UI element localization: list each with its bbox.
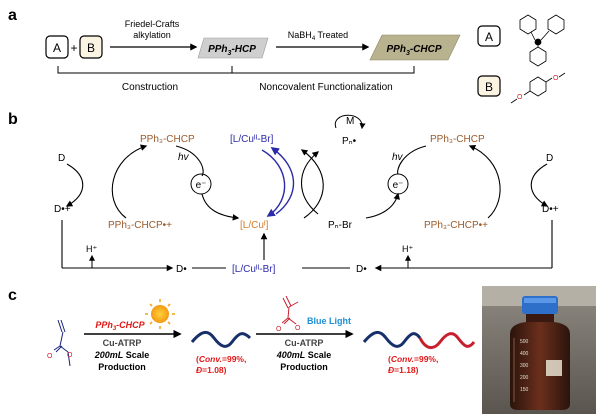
left-transfer-arc xyxy=(201,193,240,221)
reagent-box-b xyxy=(79,35,103,59)
conv1-label: (Conv.=99%, xyxy=(196,354,246,364)
pph3-chcp-right: PPh₃-CHCP xyxy=(430,134,485,145)
left-cycle-arc xyxy=(111,144,148,219)
reagent-b-text: B xyxy=(87,41,95,55)
right-transfer-arc xyxy=(365,192,400,219)
cu2-complex-top: [L/Cuᴵᴵ-Br] xyxy=(230,134,274,145)
mma-o2: O xyxy=(295,325,301,332)
step2-label: NaBH4 Treated xyxy=(288,30,348,42)
prod1-label: Production xyxy=(98,362,146,372)
bottle-mark-3: 300 xyxy=(520,363,529,369)
triphenylphosphine-structure xyxy=(519,14,565,67)
dimethoxybenzene-structure: O O xyxy=(510,72,566,104)
pn-br: Pₙ-Br xyxy=(328,220,353,231)
panel-a-label: a xyxy=(8,7,17,24)
cu1-complex: [L/Cuᴵ] xyxy=(240,220,269,231)
center-arc-left xyxy=(300,149,324,219)
conv2-label: (Conv.=99%, xyxy=(388,354,438,364)
d-radical-right: D•+ xyxy=(542,204,559,215)
cu-reduction-arc xyxy=(261,149,286,217)
copolymer-block-b xyxy=(418,332,476,349)
reagent-a-text: A xyxy=(53,41,61,55)
functionalization-bracket xyxy=(232,66,415,74)
right-excitation-arc xyxy=(397,145,427,175)
copolymer-block-a xyxy=(362,331,422,348)
chcp-shape xyxy=(369,34,461,61)
reaction-bottle-photo: 500 400 300 200 150 xyxy=(482,286,596,414)
electron-right: e⁻ xyxy=(393,180,404,191)
scale1-label: 200mL Scale xyxy=(94,350,150,360)
legend-b-text: B xyxy=(485,80,493,94)
svg-text:O: O xyxy=(517,94,523,101)
functionalization-label: Noncovalent Functionalization xyxy=(259,82,392,93)
panel-c-label: c xyxy=(8,287,17,304)
bottle-mark-4: 200 xyxy=(520,375,529,381)
legend-box-a xyxy=(477,25,501,47)
sun-icon xyxy=(145,299,175,329)
pph3-chcp-radical-right: PPh₃-CHCP•+ xyxy=(424,220,488,231)
cu2-complex-bottom: [L/Cuᴵᴵ-Br] xyxy=(232,264,276,275)
left-donor-arc xyxy=(65,163,84,207)
construction-label: Construction xyxy=(122,82,178,93)
acrylate-o1: O xyxy=(47,353,53,360)
legend-box-b xyxy=(477,75,501,97)
bottle-mark-1: 500 xyxy=(520,339,529,345)
monomer-loop xyxy=(334,114,366,130)
blue-light-label: Blue Light xyxy=(307,316,351,326)
cu-oxidation-arc xyxy=(270,147,295,215)
acrylate-o2: O xyxy=(67,352,73,359)
disp1-label: Đ=1.08) xyxy=(196,365,227,375)
legend-a-text: A xyxy=(485,30,493,44)
d-dot-right: D• xyxy=(356,264,367,275)
hv-left: hv xyxy=(178,152,190,163)
d-left: D xyxy=(58,153,65,164)
d-dot-left: D• xyxy=(176,264,187,275)
bottle-mark-5: 150 xyxy=(520,387,529,393)
methyl-acrylate-structure xyxy=(53,319,71,367)
step1-label-line1: Friedel-Crafts xyxy=(125,19,180,29)
center-arc-right xyxy=(300,151,320,215)
right-cycle-arc xyxy=(468,144,501,219)
scale2-label: 400mL Scale xyxy=(276,350,332,360)
h-plus-left: H⁺ xyxy=(86,244,97,254)
catalyst-label: PPh3-CHCP xyxy=(95,320,145,332)
construction-bracket xyxy=(57,66,233,74)
bottle-mark-2: 400 xyxy=(520,351,529,357)
electron-left: e⁻ xyxy=(196,180,207,191)
hcp-shape xyxy=(197,37,269,59)
pn-radical: Pₙ• xyxy=(342,136,357,147)
prod2-label: Production xyxy=(280,362,328,372)
left-excitation-arc xyxy=(175,145,204,177)
hcp-label: PPh3-HCP xyxy=(208,44,256,57)
step1-label-line2: alkylation xyxy=(133,30,171,40)
d-right: D xyxy=(546,153,553,164)
pph3-chcp-radical-left: PPh₃-CHCP•+ xyxy=(108,220,172,231)
reagent-box-a xyxy=(45,35,69,59)
panel-b-label: b xyxy=(8,111,18,128)
disp2-label: Đ=1.18) xyxy=(388,365,419,375)
atrp2-label: Cu-ATRP xyxy=(285,338,324,348)
electron-circle-left xyxy=(190,173,212,195)
atrp1-label: Cu-ATRP xyxy=(103,338,142,348)
h-plus-right: H⁺ xyxy=(402,244,413,254)
chcp-label: PPh3-CHCP xyxy=(386,44,441,57)
plus-sign: + xyxy=(70,41,77,55)
d-radical-left: D•+ xyxy=(54,204,71,215)
polymer1-chain xyxy=(190,331,252,348)
pph3-chcp-left: PPh₃-CHCP xyxy=(140,134,195,145)
right-donor-arc xyxy=(530,163,549,207)
hv-right: hv xyxy=(392,152,404,163)
methyl-methacrylate-structure xyxy=(281,295,299,325)
monomer-m: M xyxy=(346,116,354,127)
svg-text:O: O xyxy=(553,75,559,82)
mma-o1: O xyxy=(276,326,282,333)
